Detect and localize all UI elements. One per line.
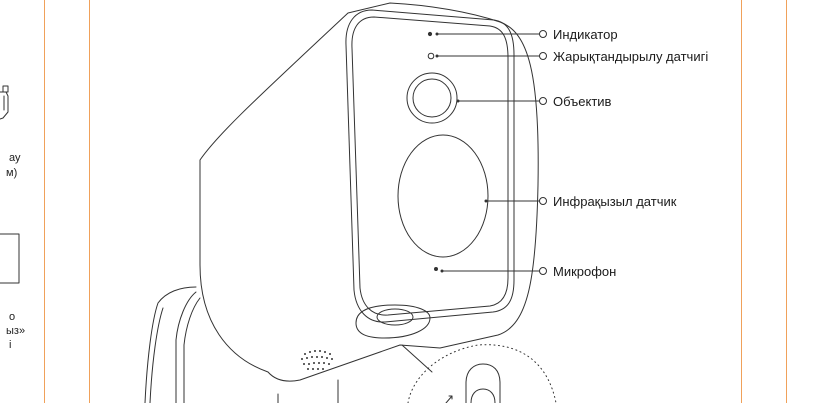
cable-connector-icon bbox=[0, 86, 8, 119]
lens-glass bbox=[413, 79, 451, 117]
light-sensor-ring bbox=[428, 53, 434, 59]
label-lens: Объектив bbox=[553, 94, 611, 109]
callout-leaders bbox=[436, 31, 547, 275]
zoom-detail-circle bbox=[408, 345, 556, 403]
label-light-sensor: Жарықтандырылу датчигі bbox=[553, 49, 708, 64]
speaker-grille bbox=[301, 350, 333, 370]
camera-mount-arm bbox=[145, 287, 200, 403]
zoom-callout-line bbox=[402, 345, 432, 372]
infrared-sensor bbox=[398, 135, 488, 257]
camera-front-face bbox=[346, 10, 514, 322]
label-infrared-sensor: Инфрақызыл датчик bbox=[553, 194, 676, 209]
indicator-dot bbox=[428, 32, 431, 35]
microphone-dot bbox=[435, 268, 438, 271]
zoom-slider-detail bbox=[446, 364, 500, 403]
label-microphone: Микрофон bbox=[553, 264, 616, 279]
left-column-box bbox=[0, 234, 19, 283]
label-indicator: Индикатор bbox=[553, 27, 618, 42]
lens-outer-ring bbox=[407, 73, 457, 123]
